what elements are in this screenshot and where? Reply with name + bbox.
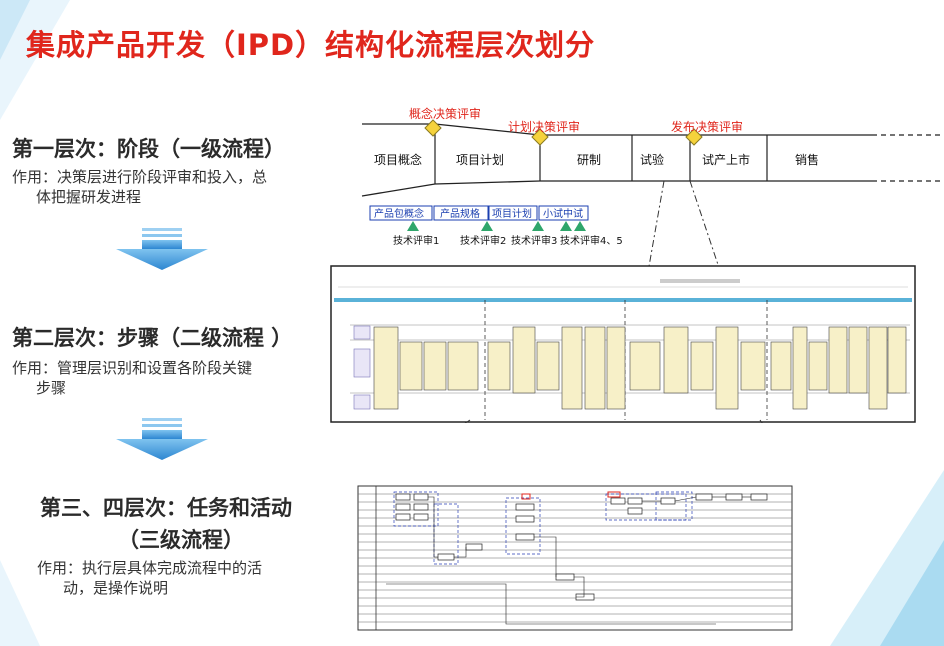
- level-3-description-line1: 作用：执行层具体完成流程中的活: [37, 559, 263, 577]
- decision-review-diamond-icon: [424, 119, 442, 137]
- stage-label: 项目概念: [374, 152, 422, 167]
- down-arrow-icon: [116, 418, 208, 460]
- down-arrow-icon: [116, 228, 208, 270]
- sub-stage-label: 小试中试: [543, 207, 583, 220]
- level-3-description: 作用：执行层具体完成流程中的活 动，是操作说明: [37, 558, 262, 598]
- stage-label: 试产上市: [702, 152, 750, 167]
- level-1-description-line1: 作用：决策层进行阶段评审和投入，总: [12, 168, 268, 186]
- level-1-description: 作用：决策层进行阶段评审和投入，总 体把握研发进程: [12, 167, 267, 207]
- decision-review-diamond-icon: [531, 128, 549, 146]
- level-2-description-line2: 步骤: [36, 379, 67, 397]
- stage-label: 试验: [640, 152, 664, 167]
- decision-review-label: 发布决策评审: [671, 119, 743, 134]
- tech-review-label: 技术评审4、5: [560, 234, 623, 247]
- decision-review-diamond-icon: [685, 128, 703, 146]
- task-diagram-thumbnail: [357, 485, 793, 631]
- sub-stage-label: 产品包概念: [374, 207, 424, 220]
- level-3-description-line2: 动，是操作说明: [63, 579, 169, 597]
- tech-review-triangle-icon: [532, 221, 544, 231]
- page-title: 集成产品开发（IPD）结构化流程层次划分: [26, 28, 596, 62]
- sub-stage-label: 产品规格: [440, 207, 480, 220]
- stage-label: 项目计划: [456, 153, 504, 167]
- tech-review-triangle-icon: [481, 221, 493, 231]
- tech-review-triangle-icon: [560, 221, 572, 231]
- level-2-heading: 第二层次：步骤（二级流程 ）: [12, 326, 293, 350]
- stage-label: 销售: [795, 152, 819, 167]
- level-2-description-line1: 作用：管理层识别和设置各阶段关键: [12, 359, 253, 377]
- level-3-heading: 第三、四层次：任务和活动: [40, 496, 292, 520]
- step-diagram-thumbnail: [330, 265, 916, 423]
- level-3-subheading: （三级流程）: [118, 528, 244, 552]
- sub-stage-label: 项目计划: [492, 207, 532, 220]
- tech-review-label: 技术评审2: [460, 234, 506, 247]
- level-1-heading: 第一层次：阶段（一级流程）: [12, 137, 285, 161]
- level-1-description-line2: 体把握研发进程: [36, 188, 142, 206]
- decision-review-label: 计划决策评审: [508, 119, 580, 134]
- tech-review-triangle-icon: [407, 221, 419, 231]
- tech-review-label: 技术评审1: [393, 234, 439, 247]
- tech-review-triangle-icon: [574, 221, 586, 231]
- decision-review-label: 概念决策评审: [409, 106, 481, 121]
- level-2-description: 作用：管理层识别和设置各阶段关键 步骤: [12, 358, 252, 398]
- tech-review-label: 技术评审3: [511, 234, 557, 247]
- stage-label: 研制: [577, 153, 601, 167]
